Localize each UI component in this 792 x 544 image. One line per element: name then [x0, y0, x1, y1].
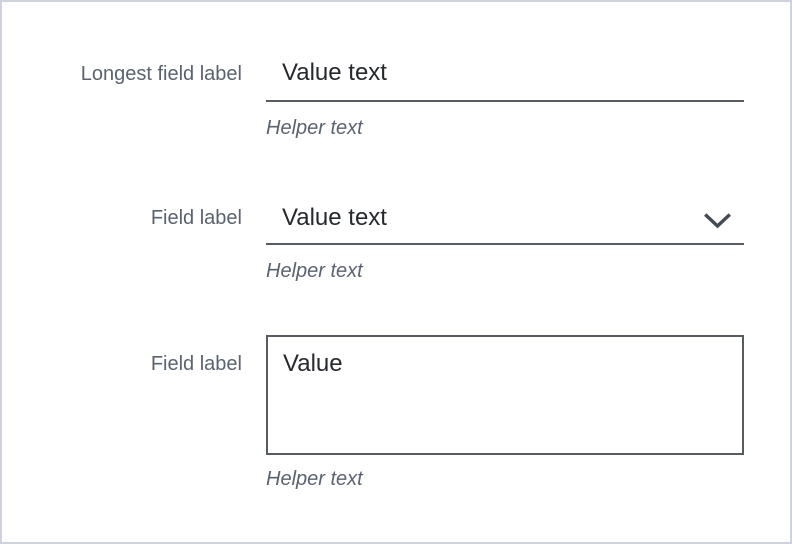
select-control[interactable]: Value text [266, 202, 744, 245]
helper-text: Helper text [266, 260, 363, 282]
select-value: Value text [282, 204, 387, 231]
helper-text: Helper text [266, 117, 363, 139]
chevron-down-icon[interactable] [703, 212, 732, 230]
textarea-input[interactable]: Value [266, 335, 744, 455]
text-input[interactable] [266, 58, 744, 102]
helper-text: Helper text [266, 468, 363, 490]
field-label: Longest field label [80, 63, 242, 85]
field-label: Field label [150, 353, 242, 375]
field-label: Field label [150, 207, 242, 229]
